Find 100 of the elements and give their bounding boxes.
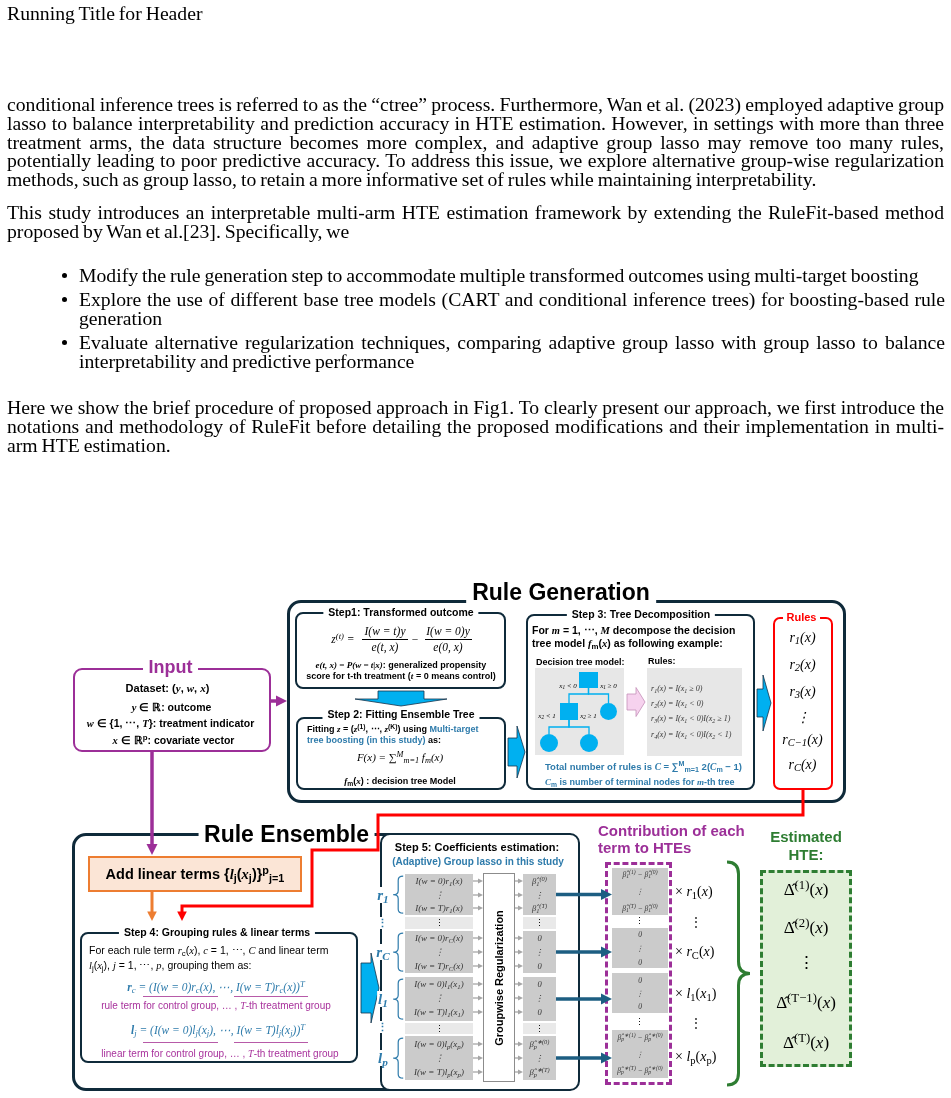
arrow <box>514 878 523 884</box>
annotation-text: linear term for control group, … , T-th treatment group <box>101 1048 339 1060</box>
arrow <box>472 963 483 969</box>
contribution-cell-group <box>612 973 668 1013</box>
math-expression: r$_{c}$ = (I(w = 0)r$_{c}$(x), ⋯, I(w = T)r$_{c}$(x))$^{T}$ <box>127 980 305 994</box>
rule-term: r$_{3}$(x) <box>789 683 816 700</box>
arrow <box>514 949 523 955</box>
estimate-term: Δ̂$^{(1)}$(x) <box>783 880 829 900</box>
term-cell-group <box>405 977 473 1021</box>
estimate-term: Δ̂$^{(T−1)}$(x) <box>776 993 836 1013</box>
body-paragraph: conditional inference trees is referred to as the “ctree” process. Furthermore, Wan et al. (2023) employed adaptive group lasso to balance interpretability and prediction accuracy in HTE estimation. However, in settings with more than three treatment arms, the data structure becomes more complex, and adaptive group lasso may remove too many rules, potentially leading to poor predictive accuracy. To address this issue, we explore alternative group-wise regularization methods, such as group lasso, to retain a more informative set of rules while maintaining interpretability. <box>7 95 944 189</box>
variable-definition: w ∈ {1, ⋯, T}: treatment indicator <box>86 716 255 729</box>
box-title: Contribution of each term to HTEs <box>598 823 746 857</box>
ellipsis: ⋮ <box>434 946 444 958</box>
arrow <box>514 963 523 969</box>
arrow <box>514 1069 523 1075</box>
rule-formula: r$_{1}$(x) = I(x$_{1}$ ≥ 0) <box>651 684 703 694</box>
cell-term: I(w = 0)l$_{1}$(x$_{1}$) <box>414 978 464 990</box>
math-expression: z$^{(t)}$ = <box>331 632 355 646</box>
dataset-label: Dataset: (y, w, x) <box>125 681 210 694</box>
block-arrow <box>354 690 448 707</box>
cell-term: 0 <box>537 979 542 989</box>
panel-heading: Rules: <box>648 655 676 666</box>
coefficient-cell-group <box>523 1036 556 1080</box>
step-title: Step 5: Coefficients estimation: <box>394 840 560 854</box>
arrow <box>514 981 523 987</box>
term-cell-group <box>405 874 473 915</box>
step-title: Step1: Transformed outcome <box>323 606 479 618</box>
box-title: Rules <box>782 610 821 623</box>
arrow <box>472 949 483 955</box>
variable-definition: x ∈ ℝ$^{p}$: covariate vector <box>112 733 235 746</box>
cell-term: I(w = 0)r$_{C}$(x) <box>414 932 464 944</box>
multiplier-term: × r$_{C}$(x) <box>675 944 715 960</box>
arrow <box>556 946 612 958</box>
bullet-item: Modify the rule generation step to accommodate multiple transformed outcomes using multi-target boosting <box>79 266 920 285</box>
term-cell-group <box>405 1036 473 1080</box>
term-symbol: l$_{p}$ <box>377 1050 389 1066</box>
ellipsis: ⋮ <box>690 916 702 928</box>
running-header: Running Title for Header <box>7 4 203 23</box>
rule-formula: r$_{3}$(x) = I(x$_{1}$ < 0)I(x$_{2}$ ≥ 1) <box>651 714 731 724</box>
rule-term: r$_{1}$(x) <box>789 629 816 646</box>
block-arrow <box>756 674 772 732</box>
fraction-numerator: I(w = t)y <box>364 624 406 638</box>
arrow <box>472 892 483 898</box>
math-operator: − <box>411 632 419 646</box>
arrow <box>177 790 805 921</box>
arrow <box>472 1069 483 1075</box>
cell-term: I(w = T)l$_{p}$(x$_{p}$) <box>414 1066 464 1078</box>
contribution-cell-group <box>612 1030 668 1078</box>
arrow <box>472 935 483 941</box>
arrow <box>514 995 523 1001</box>
step-title: Step 2: Fitting Ensemble Tree <box>322 708 480 720</box>
estimate-term: Δ̂$^{(2)}$(x) <box>783 918 829 938</box>
arrow <box>472 995 483 1001</box>
ellipsis: ⋮ <box>535 993 544 1003</box>
ellipsis: ⋮ <box>634 916 644 926</box>
math-expression: F(x) = ∑$^{M}$$_{m=1}$ f$_{m}$(x) <box>356 750 444 764</box>
term-cell-group <box>405 931 473 973</box>
arrow <box>514 1009 523 1015</box>
ellipsis: ⋮ <box>797 953 815 973</box>
block-arrow <box>507 725 526 779</box>
body-paragraph: Here we show the brief procedure of proposed approach in Fig1. To clearly present our approach, we first introduce the notations and methodology of RuleFit before detailing the proposed modifications and their implementation in multi-arm HTE estimation. <box>7 398 944 455</box>
ellipsis: ⋮ <box>434 992 444 1004</box>
description-text: Fitting z = (z$^{(1)}$, ⋯, z$^{(K)}$) using Multi-target tree boosting (in this study) as: <box>307 724 480 746</box>
arrow <box>472 905 483 911</box>
panel-heading: Decision tree model: <box>536 656 625 667</box>
block-arrow <box>626 687 646 717</box>
rule-formula: r$_{2}$(x) = I(x$_{1}$ < 0) <box>651 699 704 709</box>
cell-term: 0 <box>537 933 542 943</box>
ellipsis: ⋮ <box>434 1023 444 1034</box>
rule-formula: r$_{4}$(x) = I(x$_{1}$ < 0)I(x$_{2}$ < 1) <box>651 730 732 740</box>
multiplier-term: × r$_{1}$(x) <box>675 884 713 900</box>
arrow <box>514 905 523 911</box>
description-text: For m = 1, ⋯, M decompose the decision tree model f$_{m}$(x) as following example: <box>532 624 737 651</box>
arrow <box>556 993 612 1005</box>
box-title: Estimated HTE: <box>769 828 843 864</box>
ellipsis: ⋮ <box>535 1023 544 1034</box>
note-text: e(t, x) = P(w = t|x): generalized propensity score for t-th treatment (t = 0 means control) <box>305 659 497 681</box>
arrow <box>472 878 483 884</box>
term-symbol: l$_{1}$ <box>377 991 389 1007</box>
fraction-numerator: I(w = 0)y <box>426 624 470 638</box>
cell-term: 0 <box>537 1007 542 1017</box>
step-subtitle: (Adaptive) Group lasso in this study <box>392 856 564 868</box>
arrow <box>556 1052 612 1064</box>
formula-note: C$_{m}$ is number of terminal nodes for m-th tree <box>545 777 735 787</box>
estimate-term: Δ̂$^{(T)}$(x) <box>782 1033 830 1053</box>
block-arrow <box>360 952 380 1024</box>
rule-term: r$_{C−1}$(x) <box>782 731 823 748</box>
arrow <box>514 935 523 941</box>
arrow <box>472 1055 483 1061</box>
fraction-denominator: e(0, x) <box>433 640 463 654</box>
arrow <box>514 1055 523 1061</box>
annotation-text: rule term for control group, … , T-th treatment group <box>101 1000 331 1012</box>
formula-note: Total number of rules is C = ∑$^{M}$$_{m=1}$ 2(C$_{m}$ − 1) <box>545 761 742 773</box>
cell-term: 0 <box>537 961 542 971</box>
cell-term: I(w = T)r$_{C}$(x) <box>414 960 464 972</box>
bullet-item: Explore the use of different base tree models (CART and conditional inference trees) for boosting-based rule generation <box>79 290 945 328</box>
step-title: Step 3: Tree Decomposition <box>566 608 716 620</box>
ellipsis: ⋮ <box>535 947 544 957</box>
split-node-square <box>579 672 598 688</box>
